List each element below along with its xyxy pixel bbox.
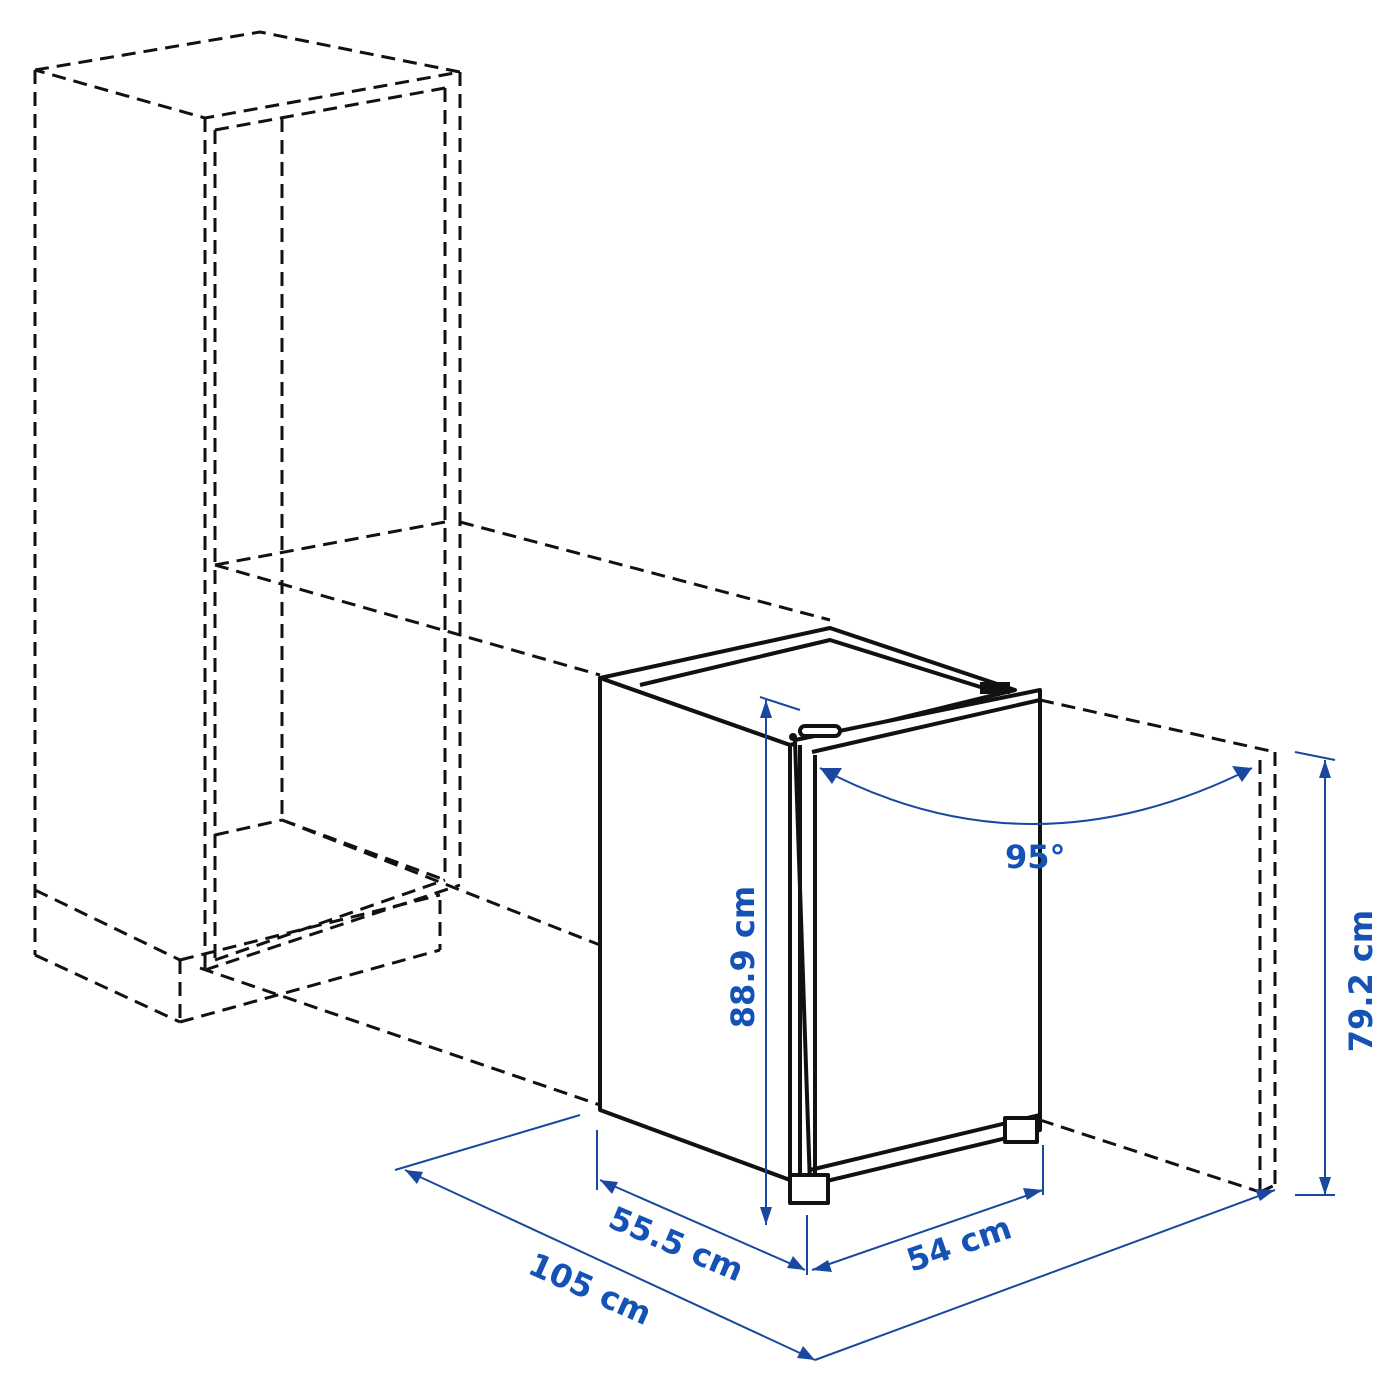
dimension-lines — [394, 696, 1336, 1361]
fridge-body — [598, 626, 1042, 1205]
niche-height-label: 79.2 cm — [1342, 909, 1381, 1053]
niche-outline — [199, 520, 1277, 1194]
door-angle-label: 95° — [1005, 838, 1066, 876]
tall-cabinet-outline — [33, 30, 462, 1024]
height-label: 88.9 cm — [724, 885, 763, 1029]
